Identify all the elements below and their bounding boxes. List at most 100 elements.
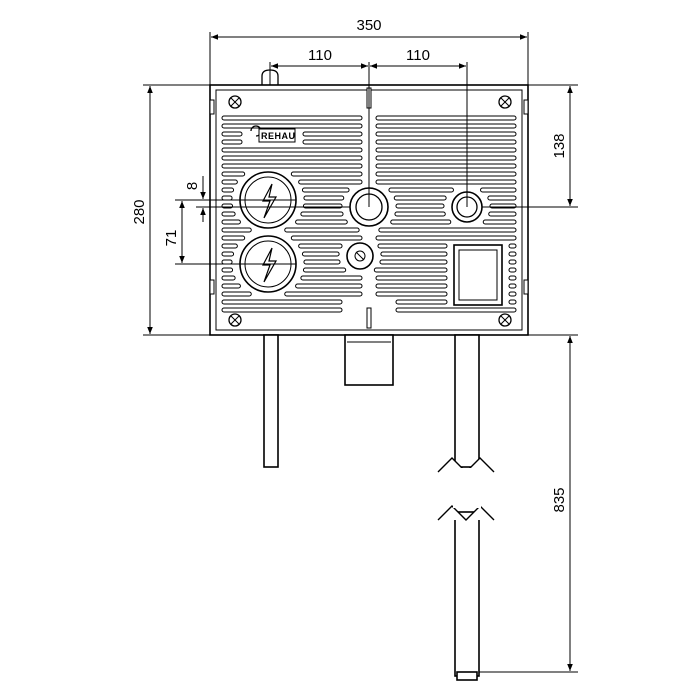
vent-slot bbox=[395, 307, 517, 313]
vent-slot bbox=[508, 291, 517, 297]
dimension-top-offset: 138 bbox=[482, 84, 578, 208]
vent-slot bbox=[221, 291, 252, 297]
vent-slot bbox=[375, 275, 448, 281]
vent-slot bbox=[302, 267, 347, 273]
dimension-offset-left: 110 bbox=[269, 47, 370, 207]
vent-slot bbox=[221, 267, 234, 273]
vent-slot bbox=[377, 243, 448, 249]
screw-icon bbox=[228, 95, 242, 109]
vent-slot bbox=[221, 163, 363, 169]
adjust-knob bbox=[346, 242, 374, 270]
vent-slot bbox=[375, 147, 517, 153]
vent-slot bbox=[221, 307, 343, 313]
vent-slot bbox=[508, 283, 517, 289]
vent-slot bbox=[300, 211, 344, 217]
vent-slot bbox=[395, 203, 445, 209]
vent-slot bbox=[488, 211, 517, 217]
dimension-socket-spacing: 71 bbox=[163, 199, 296, 265]
vent-slot bbox=[375, 171, 517, 177]
vent-slot bbox=[301, 187, 350, 193]
vent-slot bbox=[221, 211, 236, 217]
vent-slot bbox=[221, 155, 363, 161]
dimension-label: 8 bbox=[184, 182, 201, 190]
vent-slot bbox=[221, 251, 235, 257]
vent-slot bbox=[284, 227, 360, 233]
vent-slot bbox=[375, 163, 517, 169]
screw-icon bbox=[228, 313, 242, 327]
vent-slot bbox=[379, 259, 448, 265]
vent-slot bbox=[301, 251, 340, 257]
left-pipe bbox=[263, 334, 279, 468]
vent-slot bbox=[375, 131, 517, 137]
vent-slot bbox=[378, 227, 517, 233]
lightning-bolt-icon bbox=[262, 183, 278, 219]
dimension-label: 71 bbox=[163, 230, 180, 247]
screw-icon bbox=[498, 313, 512, 327]
vent-slot bbox=[373, 267, 448, 273]
corner-screws bbox=[228, 95, 512, 327]
vent-slot bbox=[221, 171, 246, 177]
vent-slot bbox=[375, 115, 517, 121]
vent-slot bbox=[295, 283, 363, 289]
vent-slot bbox=[295, 219, 348, 225]
vent-slot bbox=[394, 211, 446, 217]
dimension-label: 110 bbox=[308, 47, 332, 64]
vent-slot bbox=[482, 219, 517, 225]
vent-slot bbox=[375, 291, 448, 297]
vent-slot bbox=[375, 139, 517, 145]
brand-name: REHAU bbox=[261, 131, 296, 141]
dimension-label: 110 bbox=[406, 47, 430, 64]
vent-slot bbox=[508, 267, 517, 273]
dimension-pipe-length: 835 bbox=[479, 334, 578, 673]
vent-slot bbox=[221, 147, 363, 153]
vent-slot bbox=[221, 243, 238, 249]
brand-logo: REHAU bbox=[250, 125, 296, 143]
vent-slot bbox=[221, 131, 243, 137]
vent-slot bbox=[388, 187, 454, 193]
vent-slot bbox=[303, 195, 345, 201]
right-pipe bbox=[437, 334, 495, 681]
vent-slot bbox=[290, 171, 363, 177]
dimension-height: 280 bbox=[131, 84, 210, 336]
ventilation-slots bbox=[221, 115, 517, 313]
vent-slot bbox=[221, 179, 238, 185]
vent-slot bbox=[508, 259, 517, 265]
vent-slot bbox=[480, 187, 517, 193]
vent-slot bbox=[221, 227, 252, 233]
vent-slot bbox=[302, 139, 363, 145]
dimension-label: 280 bbox=[131, 199, 148, 224]
vent-slot bbox=[221, 115, 363, 121]
vent-slot bbox=[300, 275, 363, 281]
dimension-label: 835 bbox=[551, 487, 568, 512]
dimension-small-offset: 8 bbox=[184, 176, 350, 222]
vent-slot bbox=[487, 195, 517, 201]
vent-slot bbox=[221, 219, 241, 225]
vent-slot bbox=[380, 251, 448, 257]
display-window bbox=[453, 244, 503, 306]
dimension-offset-right: 110 bbox=[370, 47, 468, 207]
screw-icon bbox=[498, 95, 512, 109]
dimension-label: 138 bbox=[551, 133, 568, 158]
vent-slot bbox=[395, 299, 448, 305]
dimension-label: 350 bbox=[356, 17, 381, 34]
vent-slot bbox=[508, 243, 517, 249]
vent-slot bbox=[221, 259, 233, 265]
vent-slot bbox=[390, 219, 452, 225]
vent-slot bbox=[221, 187, 235, 193]
vent-slot bbox=[508, 251, 517, 257]
vent-slot bbox=[375, 155, 517, 161]
vent-slot bbox=[375, 235, 517, 241]
dimension-width-total: 350 bbox=[209, 17, 529, 85]
vent-slot bbox=[221, 139, 243, 145]
vent-slot bbox=[298, 243, 343, 249]
vent-slot bbox=[375, 283, 448, 289]
vent-slot bbox=[302, 131, 363, 137]
vent-slot bbox=[221, 283, 241, 289]
vent-slot bbox=[375, 123, 517, 129]
vent-slot bbox=[290, 235, 363, 241]
vent-slot bbox=[393, 195, 447, 201]
vent-slot bbox=[298, 179, 363, 185]
vent-slot bbox=[508, 275, 517, 281]
vent-slot bbox=[221, 275, 236, 281]
